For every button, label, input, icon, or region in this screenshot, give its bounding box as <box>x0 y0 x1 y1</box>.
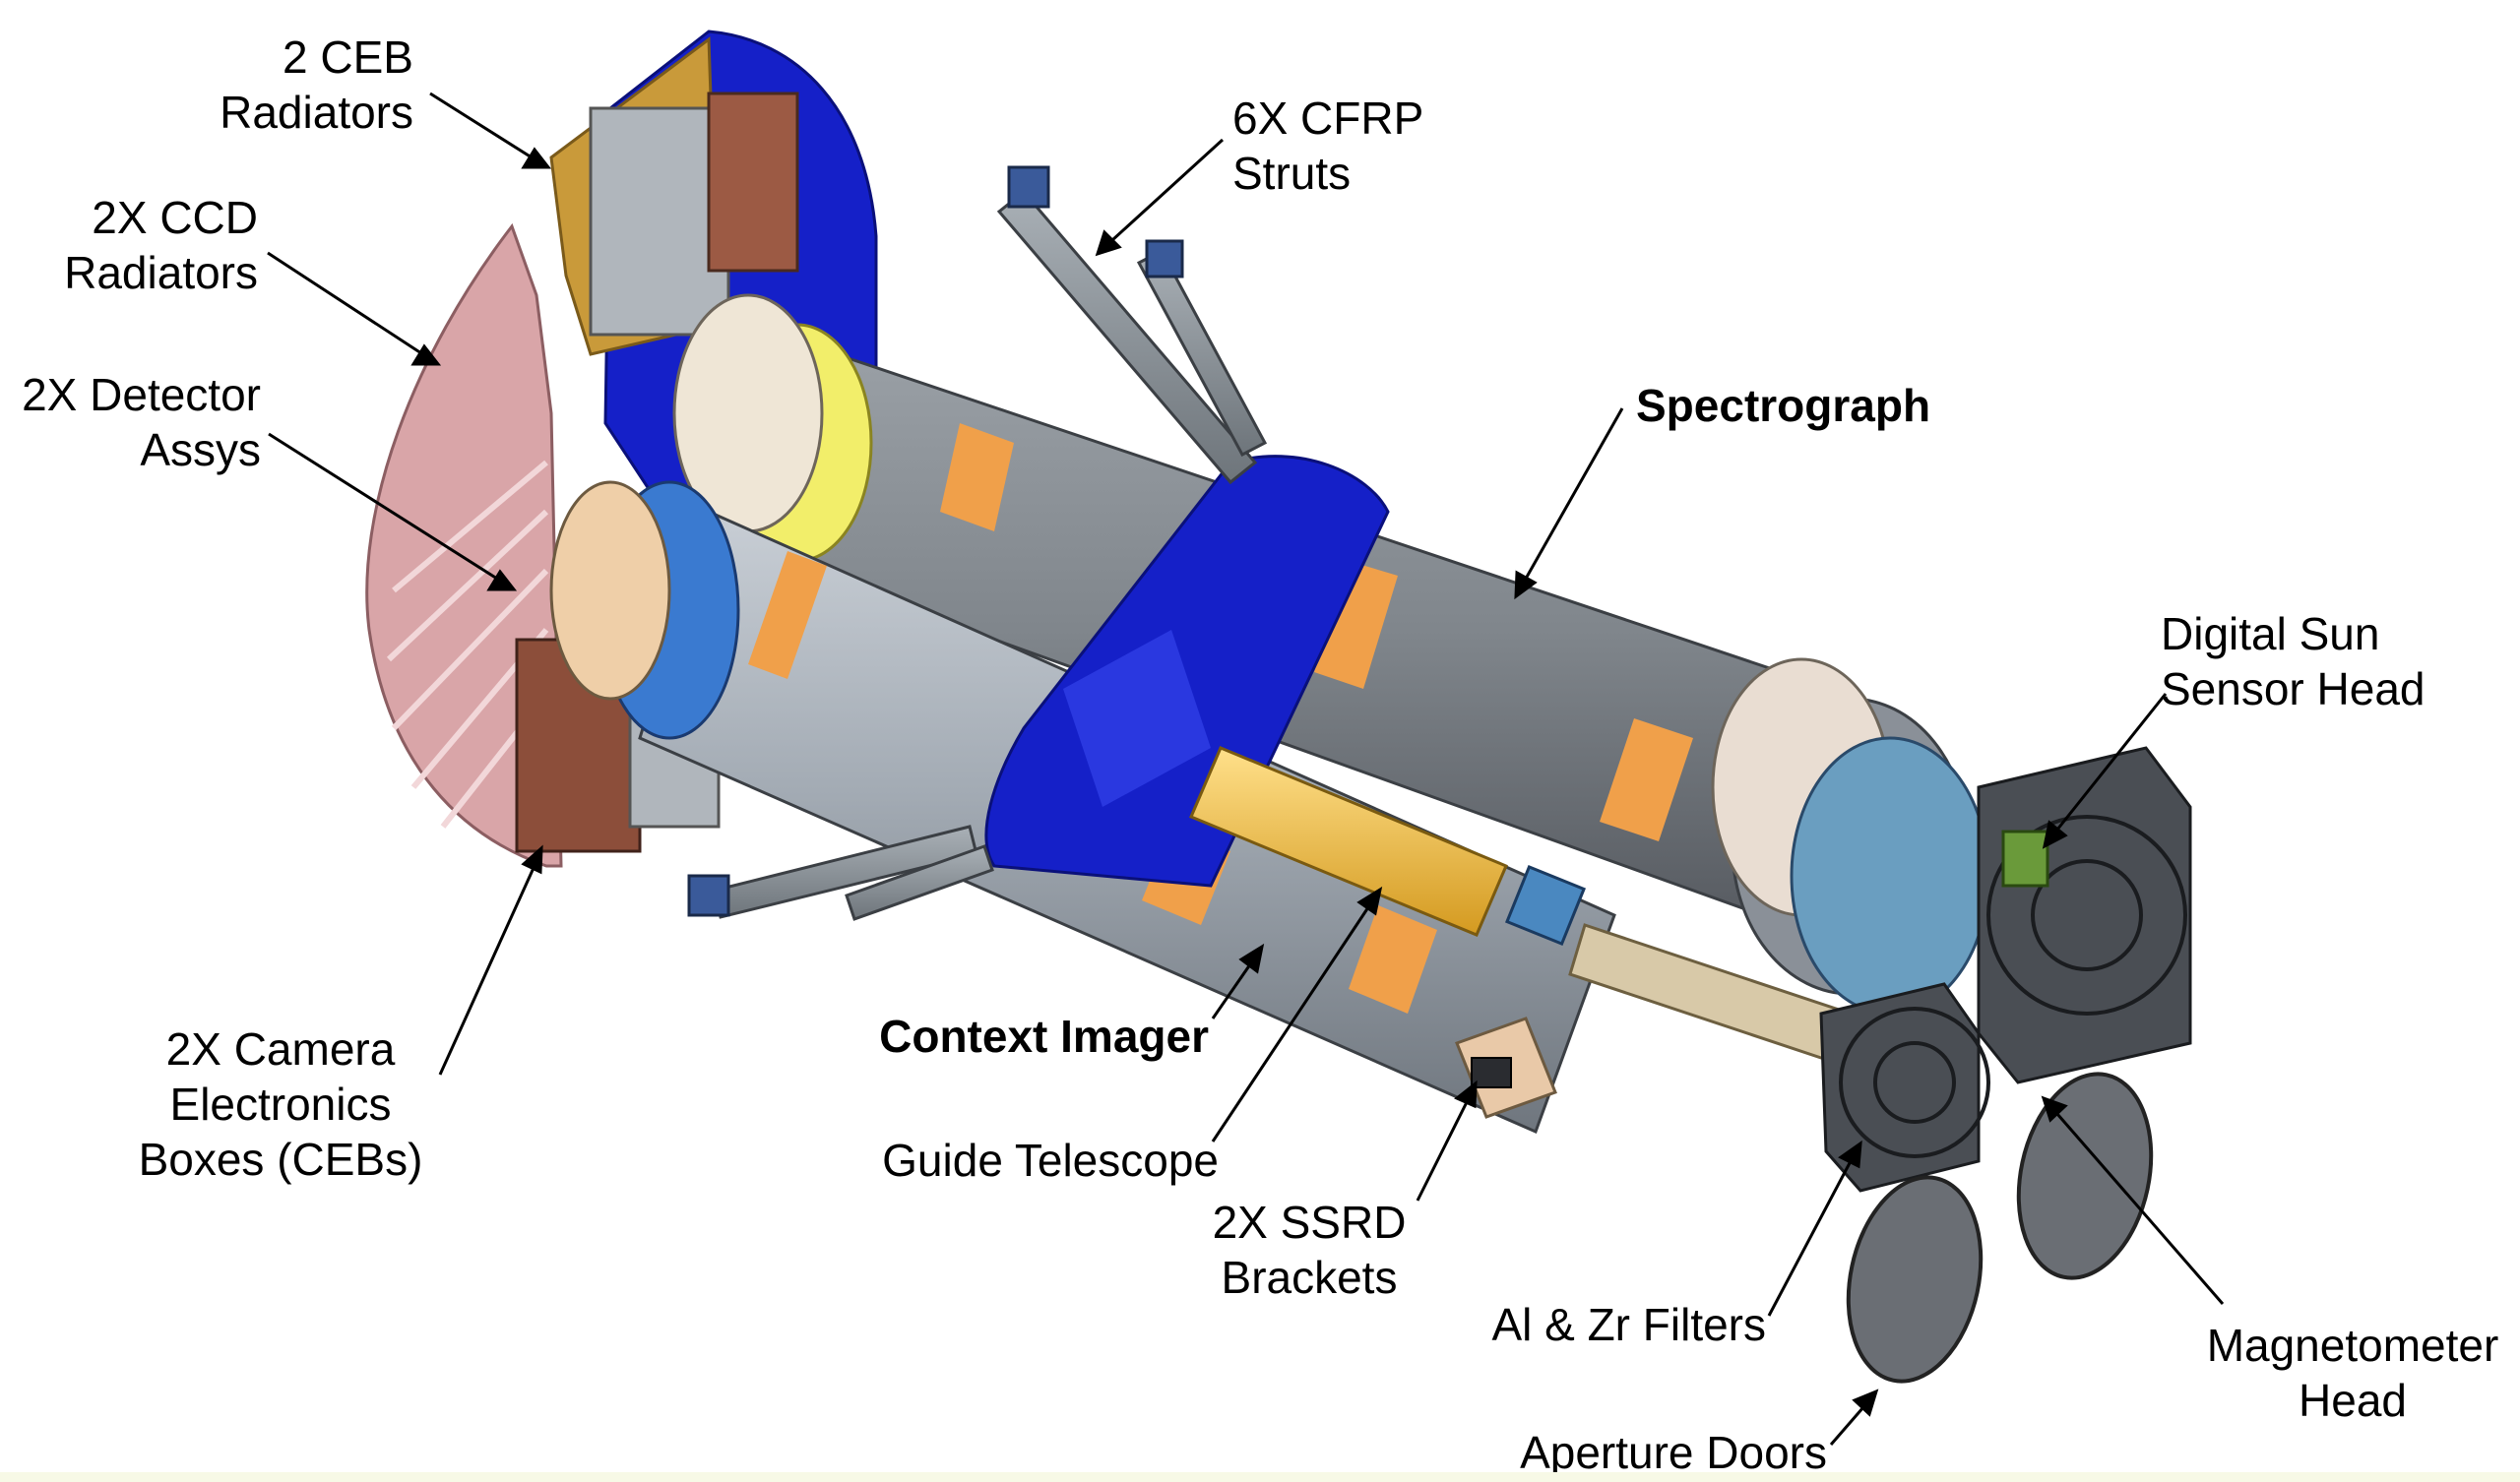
aperture-doors-label: Aperture Doors <box>1520 1427 1827 1478</box>
ceb-radiators-arrow <box>429 92 552 169</box>
detector-assys-label: 2X Detector Assys <box>22 369 261 475</box>
context-imager-label: Context Imager <box>879 1011 1209 1062</box>
camera-electronics-arrow <box>438 844 543 1076</box>
aft-housing-shape <box>1711 657 1990 1016</box>
digital-sun-sensor-label: Digital Sun Sensor Head <box>2161 608 2426 714</box>
ccd-radiators-arrow <box>267 251 442 366</box>
guide-telescope-arrow <box>1211 886 1383 1142</box>
ssrd-brackets-label: 2X SSRD Brackets <box>1212 1197 1407 1303</box>
ssrd-bracket-shape <box>1455 1017 1557 1119</box>
filters-label: Al & Zr Filters <box>1491 1299 1766 1350</box>
ssrd-brackets-arrow <box>1416 1080 1478 1202</box>
cfrp-strut-shape <box>687 165 1268 921</box>
camera-electronics-label: 2X Camera Electronics Boxes (CEBs) <box>138 1023 423 1185</box>
magnetometer-arrow <box>2041 1095 2225 1305</box>
spectrograph-arrow <box>1514 407 1624 600</box>
magnetometer-label: Magnetometer Head <box>2206 1320 2499 1426</box>
mounting-plate-shape <box>984 455 1390 888</box>
cfrp-struts-label: 6X CFRP Struts <box>1232 93 1424 199</box>
leader-arrows <box>267 92 2225 1446</box>
context-imager-arrow <box>1211 943 1265 1019</box>
aperture-door-shape <box>1846 1072 2154 1384</box>
guide-telescope-shape <box>1189 746 1587 947</box>
spectrograph-label: Spectrograph <box>1636 380 1931 431</box>
filter-wheel-shape <box>1819 746 2192 1193</box>
guide-telescope-label: Guide Telescope <box>882 1135 1219 1186</box>
digital-sun-sensor-arrow <box>2042 693 2168 849</box>
ccd-radiators-label: 2X CCD Radiators <box>64 192 258 298</box>
cfrp-struts-arrow <box>1095 138 1225 257</box>
filters-arrow <box>1767 1140 1862 1317</box>
ceb-radiators-label: 2 CEB Radiators <box>220 31 413 138</box>
aperture-doors-arrow <box>1829 1389 1879 1446</box>
detector-assys-arrow <box>268 432 518 591</box>
bottom-strip <box>0 1472 2520 1482</box>
